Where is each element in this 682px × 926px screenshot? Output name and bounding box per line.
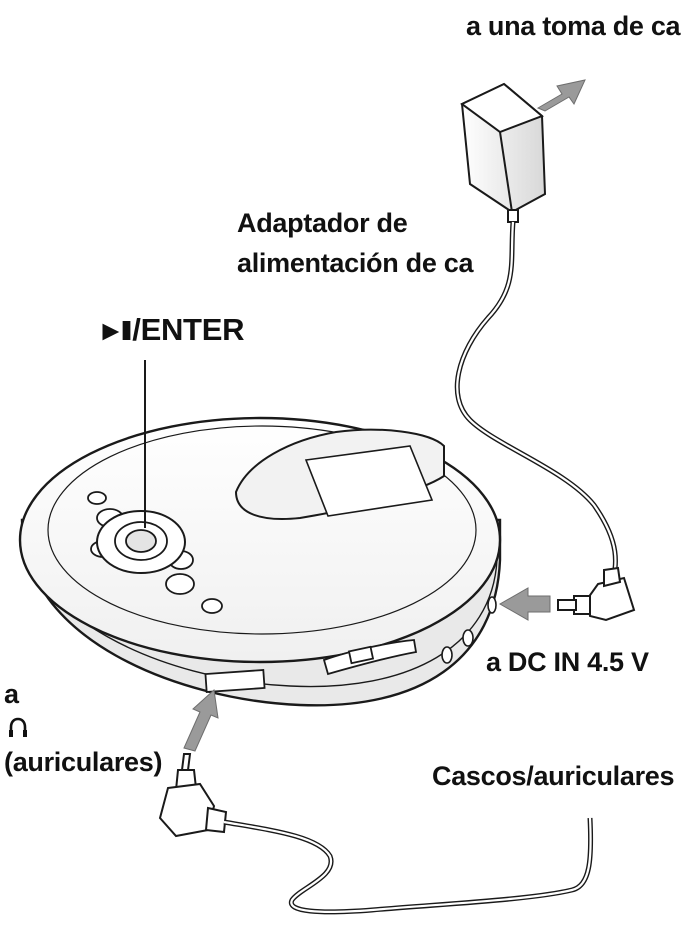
dc-plug (557, 566, 636, 622)
headphone-cord-inner (223, 817, 592, 913)
outlet-label: a una toma de ca (466, 11, 681, 41)
control-buttons (87, 491, 223, 614)
dc-plug-tip (557, 599, 577, 611)
headphone-plug-tip (180, 753, 192, 771)
ac-adapter-label-line1: Adaptador de (237, 208, 408, 238)
arrow-to-outlet-icon (536, 79, 586, 112)
cd-player (18, 416, 502, 707)
button-top-small (87, 491, 107, 505)
ac-adapter-plug-stub (507, 209, 519, 223)
headphones-icon (9, 717, 27, 737)
play-pause-enter-label: ►II/ENTER (97, 311, 244, 348)
dc-in-jack (487, 596, 497, 614)
hold-switch-knob (347, 645, 375, 665)
headphone-jack-label-line2: (auriculares) (4, 747, 163, 777)
side-jacks (441, 596, 497, 664)
ac-adapter-label-line2: alimentación de ca (237, 248, 474, 278)
headphone-cord (223, 817, 594, 915)
arrow-to-headphone-jack-icon (183, 688, 219, 752)
cd-player-lid-inner-rim (47, 425, 477, 635)
headphone-jack-label: a (auriculares) (4, 677, 162, 779)
headphone-jack-prefix: a (4, 679, 19, 709)
dc-in-label: a DC IN 4.5 V (486, 647, 649, 677)
headphone-jack-label-line1: a (4, 677, 162, 745)
ac-adapter-label: Adaptador de alimentación de ca (237, 203, 474, 283)
hold-switch (322, 639, 418, 676)
ac-adapter-front-edge (499, 131, 513, 213)
headphone-plug (158, 753, 228, 838)
enter-label-text: /ENTER (132, 312, 245, 347)
side-jack-1 (441, 646, 453, 664)
adapter-cord (454, 221, 618, 587)
play-pause-icon: ►II (97, 315, 132, 346)
adapter-cord-inner (456, 221, 617, 587)
display-window (304, 445, 434, 517)
arrow-to-dc-in-icon (498, 587, 551, 621)
ac-adapter (460, 82, 547, 223)
button-bottom-small (201, 598, 223, 614)
play-enter-button (125, 529, 157, 553)
dc-plug-strain-relief (603, 566, 622, 588)
headphone-plug-strain-relief (204, 806, 228, 834)
ac-adapter-top-face (460, 82, 544, 134)
side-jack-2 (462, 629, 474, 647)
headphone-jack-port (204, 669, 266, 693)
button-lower-right (165, 573, 195, 595)
headphones-label: Cascos/auriculares (432, 761, 675, 791)
